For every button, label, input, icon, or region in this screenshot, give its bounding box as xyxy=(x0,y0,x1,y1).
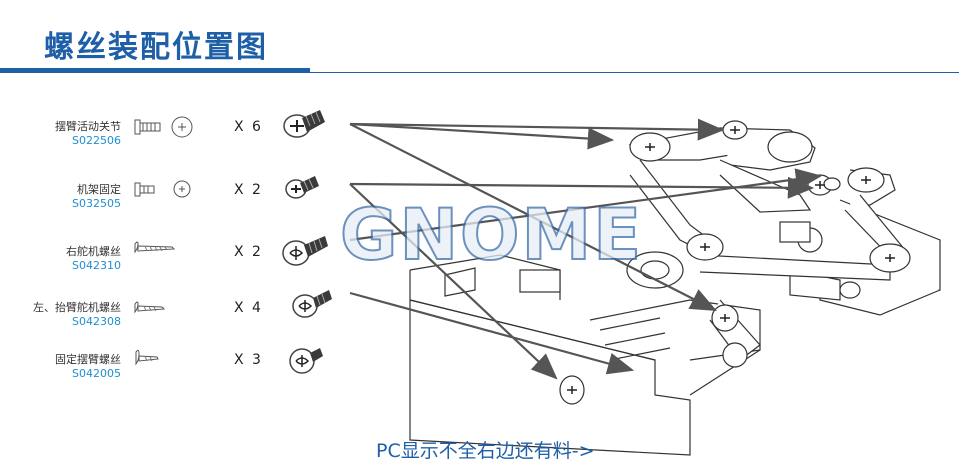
part-qty-4: X 4 xyxy=(234,300,263,316)
part-qty-1: X 6 xyxy=(234,119,263,135)
part-code-1: S022506 xyxy=(72,134,121,147)
screw-side-icon-5 xyxy=(135,349,159,366)
title-underline-bar xyxy=(0,68,310,73)
screw-side-icon-3 xyxy=(134,241,176,254)
screw-side-icon-4 xyxy=(134,301,166,314)
page-title: 螺丝装配位置图 xyxy=(44,30,268,65)
mechanism-drawing xyxy=(409,120,941,456)
title-divider xyxy=(0,72,959,73)
screw-3d-icon-2 xyxy=(285,176,319,199)
part-name-5: 固定摆臂螺丝 xyxy=(55,353,121,366)
screw-3d-icon-3 xyxy=(282,236,328,266)
screw-3d-icon-1 xyxy=(283,110,325,138)
part-qty-3: X 2 xyxy=(234,244,263,260)
screw-3d-icon-5 xyxy=(289,348,323,374)
part-code-2: S032505 xyxy=(72,197,121,210)
part-name-3: 右舵机螺丝 xyxy=(66,245,121,258)
part-code-5: S042005 xyxy=(72,367,121,380)
part-code-3: S042310 xyxy=(72,259,121,272)
part-qty-2: X 2 xyxy=(234,182,263,198)
part-qty-5: X 3 xyxy=(234,352,263,368)
screw-3d-icon-4 xyxy=(292,290,332,318)
scroll-hint-text: PC显示不全右边还有料-> xyxy=(376,440,595,462)
brand-watermark: GNOME xyxy=(339,194,644,276)
screw-head-icon-1 xyxy=(171,116,193,138)
screw-head-icon-2 xyxy=(173,180,191,198)
screw-side-icon-1 xyxy=(134,119,161,135)
part-name-1: 摆臂活动关节 xyxy=(55,120,121,133)
screw-side-icon-2 xyxy=(134,182,155,197)
part-code-4: S042308 xyxy=(72,315,121,328)
part-name-4: 左、抬臂舵机螺丝 xyxy=(33,301,121,314)
part-name-2: 机架固定 xyxy=(77,183,121,196)
assembly-arrows xyxy=(349,118,823,380)
